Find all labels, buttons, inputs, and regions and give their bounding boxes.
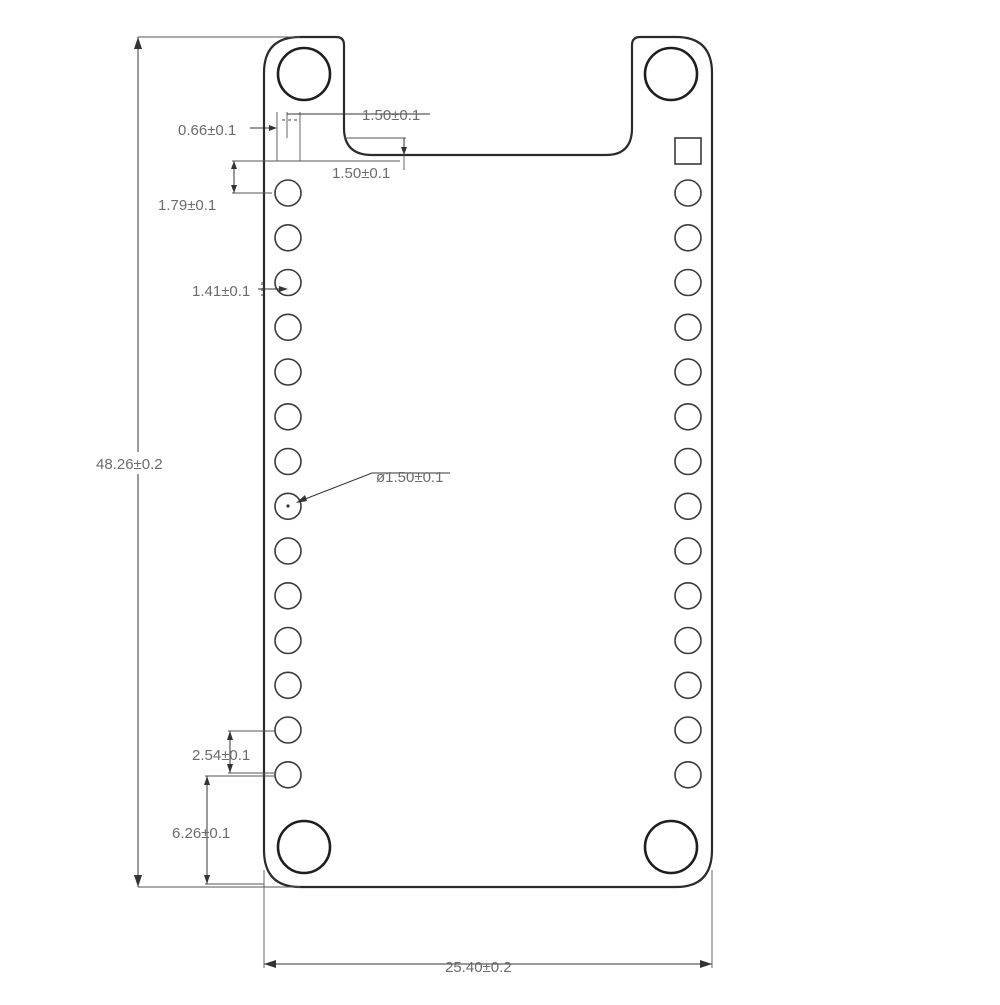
width-arrow-right — [700, 960, 712, 968]
left-pin-row — [274, 179, 302, 789]
bottom-offset-arrow-bottom — [204, 875, 210, 884]
notch-inset-a-label: 1.50±0.1 — [362, 107, 420, 124]
mount-hole-bottom-left — [276, 819, 332, 875]
right-pin-9 — [674, 537, 702, 565]
pitch-label: 2.54±0.1 — [192, 747, 250, 764]
left-pin-7 — [274, 447, 302, 476]
pin-offset-arrow — [279, 286, 288, 292]
bottom-offset-arrow-top — [204, 776, 210, 785]
bottom-offset-label: 6.26±0.1 — [172, 825, 230, 842]
edge-offset-arrow — [269, 125, 277, 131]
left-pin-2 — [274, 224, 302, 252]
pin-offset-label: 1.41±0.1 — [192, 283, 250, 300]
left-pin-14 — [274, 760, 302, 789]
hole-diameter-label: ø1.50±0.1 — [376, 469, 443, 486]
height-arrow-bottom — [134, 875, 142, 887]
mount-hole-top-left — [276, 46, 332, 102]
mount-hole-top-right — [643, 46, 699, 102]
right-pin-row — [674, 179, 702, 789]
right-pin-4 — [674, 313, 702, 342]
right-pin-6 — [674, 402, 702, 431]
right-pin-10 — [674, 581, 702, 610]
width-arrow-left — [264, 960, 276, 968]
pitch-arrow-bottom — [227, 764, 233, 773]
height-arrow-top — [134, 37, 142, 49]
edge-offset-label: 0.66±0.1 — [178, 122, 236, 139]
pin-1-square-pad — [674, 137, 702, 165]
left-pin-1 — [274, 179, 302, 207]
notch-inset-b-arrow — [401, 147, 407, 155]
left-pin-3 — [274, 268, 302, 297]
right-pin-5 — [674, 358, 702, 386]
left-pin-12 — [274, 671, 302, 700]
right-pin-13 — [674, 716, 702, 744]
hole-center-dot — [286, 504, 290, 508]
top-offset-arrow-top — [231, 161, 237, 169]
left-pin-10 — [274, 581, 302, 610]
hole-diameter-leader — [299, 472, 450, 502]
right-pin-2 — [674, 224, 702, 252]
height-label: 48.26±0.2 — [96, 456, 163, 473]
right-pin-11 — [674, 626, 702, 655]
top-offset-label: 1.79±0.1 — [158, 197, 216, 214]
width-label: 25.40±0.2 — [445, 959, 512, 976]
right-pin-7 — [674, 447, 702, 476]
mount-hole-bottom-right — [643, 819, 699, 875]
right-pin-3 — [674, 268, 702, 297]
board-outline — [262, 35, 714, 889]
left-pin-6 — [274, 402, 302, 431]
notch-inset-b-label: 1.50±0.1 — [332, 165, 390, 182]
right-pin-8 — [674, 492, 702, 521]
left-pin-5 — [274, 358, 302, 386]
left-pin-13 — [274, 716, 302, 744]
left-pin-9 — [274, 537, 302, 565]
left-pin-4 — [274, 313, 302, 342]
left-pin-8 — [274, 492, 302, 521]
right-pin-1 — [674, 179, 702, 207]
right-pin-14 — [674, 760, 702, 789]
hole-diameter-arrow — [296, 495, 307, 503]
right-pin-12 — [674, 671, 702, 700]
pitch-arrow-top — [227, 731, 233, 740]
top-offset-arrow-bottom — [231, 185, 237, 193]
left-pin-11 — [274, 626, 302, 655]
